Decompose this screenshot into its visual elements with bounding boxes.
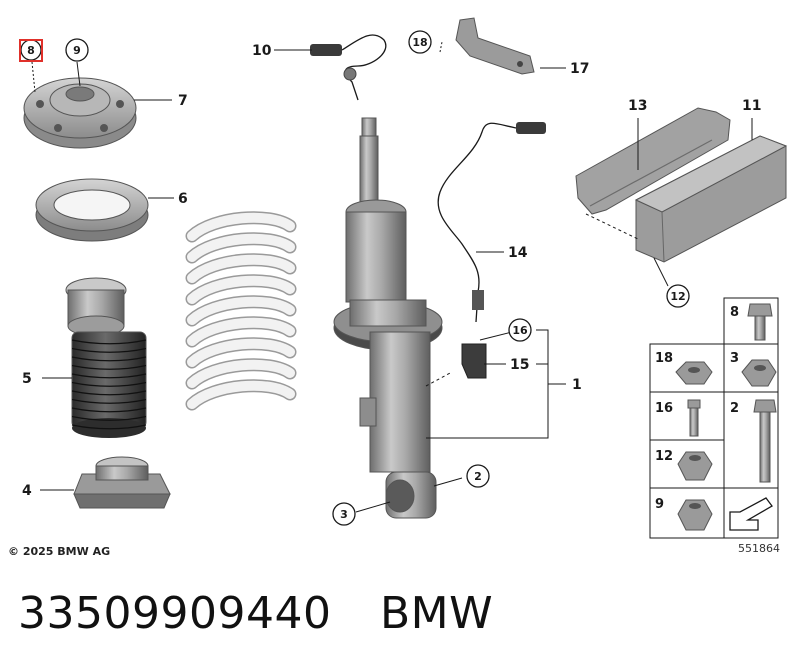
svg-text:3: 3 [730,351,739,366]
callout-9: 9 [65,38,89,62]
fastener-12-nut: 12 [655,449,713,481]
callout-17: 17 [570,61,589,77]
sensor-cable-14-part [437,122,546,379]
coil-spring-part [185,211,297,411]
sensor-cable-10-part [310,34,387,101]
svg-text:9: 9 [655,497,664,512]
copyright-text: © 2025 BMW AG [8,545,110,558]
callout-4: 4 [22,483,32,499]
torque-arrow-icon [729,497,773,531]
callout-11: 11 [742,98,761,114]
svg-text:18: 18 [412,36,427,49]
svg-text:14: 14 [508,245,528,261]
svg-text:9: 9 [73,44,81,57]
brand-name: BMW [379,588,494,639]
svg-text:16: 16 [512,324,528,337]
svg-text:1: 1 [572,377,582,393]
fastener-18-nut: 18 [655,351,713,385]
svg-text:10: 10 [252,43,272,59]
fastener-8-bolt: 8 [730,303,773,341]
bracket-13-part [575,107,731,215]
part-number: 33509909440 [18,588,332,639]
leader-2 [433,477,463,487]
svg-text:6: 6 [178,191,188,207]
boot-ribs [71,339,147,430]
svg-text:2: 2 [730,401,739,416]
callout-16: 16 [508,318,532,342]
fastener-9-nut: 9 [655,497,713,531]
svg-text:8: 8 [27,44,35,57]
leader-9 [76,61,81,87]
callout-18: 18 [408,30,432,54]
leader-18 [439,41,443,53]
leader-3 [355,501,391,513]
control-unit-11-part [634,135,788,263]
callout-2: 2 [466,464,490,488]
callout-14: 14 [508,245,528,261]
svg-text:17: 17 [570,61,589,77]
spring-seat-ring-part [35,178,149,242]
svg-text:11: 11 [742,98,761,114]
shock-absorber-part [333,117,443,519]
diagram-number: 551864 [738,542,780,555]
sensor-dash [425,371,453,387]
leader-8 [31,61,36,93]
fastener-table [649,297,779,539]
svg-text:3: 3 [340,508,348,521]
callout-6: 6 [178,191,188,207]
svg-text:7: 7 [178,93,188,109]
svg-text:8: 8 [730,305,739,320]
mount-dash [585,213,641,241]
group-bracket-1 [426,329,566,439]
svg-text:13: 13 [628,98,647,114]
part-footer: 33509909440 BMW [18,588,788,648]
callout-15: 15 [510,357,529,373]
svg-text:2: 2 [474,470,482,483]
callout-7: 7 [178,93,188,109]
bump-stop-boot-part [65,277,147,438]
callout-8-highlighted: 8 [19,39,43,62]
svg-text:16: 16 [655,401,673,416]
fastener-2-bolt: 2 [730,399,777,483]
fastener-3-nut: 3 [730,351,777,387]
leader-12 [653,257,669,287]
callout-13: 13 [628,98,647,114]
svg-text:12: 12 [655,449,673,464]
callout-5: 5 [22,371,32,387]
svg-text:4: 4 [22,483,32,499]
leader-16 [479,331,513,341]
svg-text:15: 15 [510,357,529,373]
callout-12: 12 [666,284,690,308]
svg-text:12: 12 [670,290,685,303]
callout-10: 10 [252,43,272,59]
svg-text:5: 5 [22,371,32,387]
callout-3: 3 [332,502,356,526]
lower-spring-seat-part [73,456,171,509]
callout-1: 1 [572,377,582,393]
bracket-17-part [455,17,535,75]
svg-text:18: 18 [655,351,673,366]
top-mount-part [23,77,137,149]
fastener-16-bolt: 16 [655,399,701,437]
